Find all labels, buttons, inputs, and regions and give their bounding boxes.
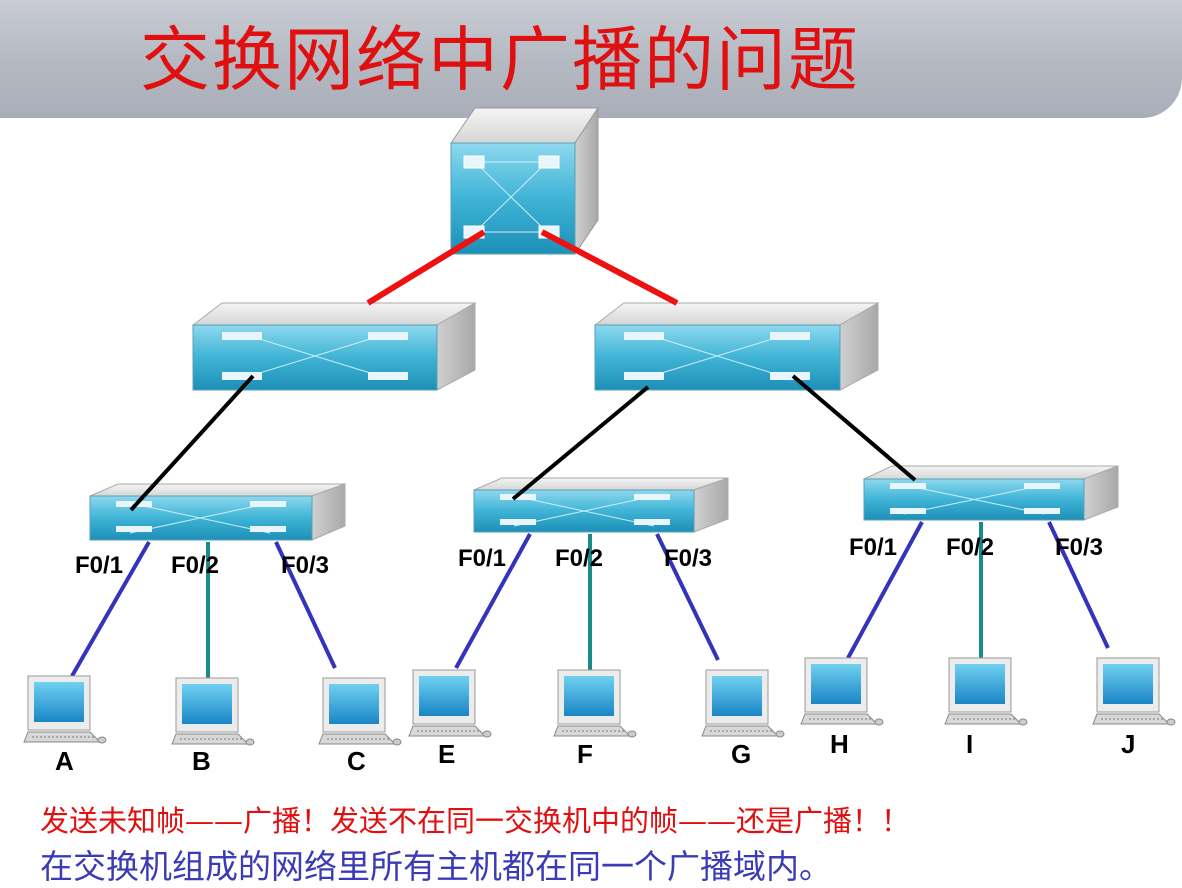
host-computer-c <box>318 677 402 746</box>
access-switch-right <box>863 465 1119 521</box>
access-switch-middle <box>473 477 729 533</box>
port-label-left-f0-1: F0/1 <box>75 552 124 579</box>
port-label-middle-f0-3: F0/3 <box>664 545 713 572</box>
host-link-j <box>1047 521 1110 649</box>
distribution-switch-right <box>593 302 880 391</box>
host-label-e: E <box>438 739 456 769</box>
host-link-a <box>70 541 151 677</box>
host-computer-b <box>171 677 255 746</box>
uplink-middle <box>511 385 650 501</box>
host-computer-i <box>944 657 1028 726</box>
host-link-g <box>655 533 720 661</box>
host-label-j: J <box>1121 729 1136 759</box>
port-label-left-f0-2: F0/2 <box>171 552 220 579</box>
host-computer-f <box>553 669 637 738</box>
core-switch <box>450 106 599 256</box>
access-switch-left <box>89 483 346 541</box>
note-red: 发送未知帧——广播！发送不在同一交换机中的帧——还是广播！！ <box>40 804 911 838</box>
host-link-e <box>454 533 532 669</box>
host-link-c <box>274 541 337 669</box>
host-computer-j <box>1092 657 1176 726</box>
host-label-h: H <box>830 729 849 759</box>
port-label-right-f0-3: F0/3 <box>1055 534 1104 561</box>
port-label-middle-f0-2: F0/2 <box>555 545 604 572</box>
host-computer-a <box>23 675 107 744</box>
header-band <box>0 0 1182 118</box>
port-label-left-f0-3: F0/3 <box>281 552 330 579</box>
host-label-b: B <box>192 746 211 776</box>
host-computer-e <box>408 669 492 738</box>
port-label-right-f0-2: F0/2 <box>946 534 995 561</box>
page-title: 交换网络中广播的问题 <box>140 19 860 101</box>
host-label-c: C <box>347 746 366 776</box>
port-label-right-f0-1: F0/1 <box>849 534 898 561</box>
host-label-f: F <box>577 739 593 769</box>
host-link-h <box>846 521 924 659</box>
host-label-a: A <box>55 746 74 776</box>
host-computer-h <box>800 657 884 726</box>
distribution-switch-left <box>191 302 477 391</box>
host-label-i: I <box>966 729 974 759</box>
uplink-right <box>791 374 917 482</box>
host-computer-g <box>701 669 785 738</box>
host-label-g: G <box>731 739 752 769</box>
core-link-left <box>366 229 486 306</box>
port-label-middle-f0-1: F0/1 <box>458 545 507 572</box>
core-link-right <box>540 229 679 306</box>
uplink-left <box>129 374 255 512</box>
note-blue: 在交换机组成的网络里所有主机都在同一个广播域内。 <box>40 847 832 886</box>
